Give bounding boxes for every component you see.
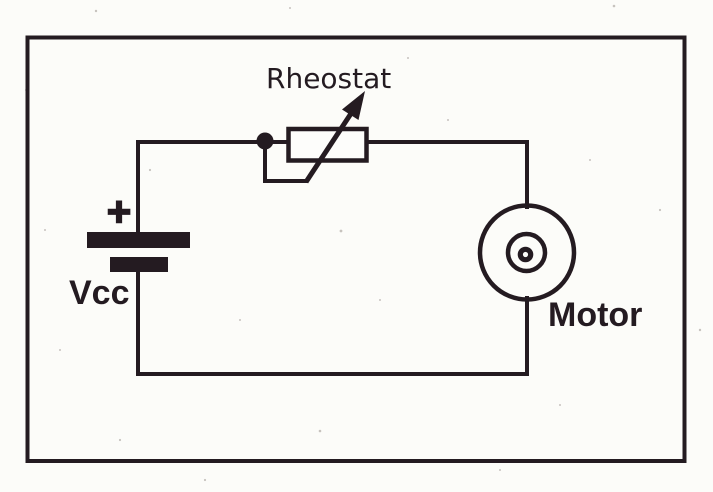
battery-plus-label: + (107, 188, 132, 235)
rheostat-wiper-arrow (303, 110, 355, 184)
junction-dot (256, 132, 274, 150)
motor-outer-ring (477, 203, 577, 302)
motor-symbol (477, 203, 577, 302)
battery-symbol (87, 232, 190, 272)
battery-vcc-label: Vcc (69, 274, 130, 312)
rheostat-arrowhead-icon (342, 91, 365, 120)
motor-inner-ring (517, 246, 534, 263)
motor-middle-ring (505, 231, 548, 274)
battery-positive-plate (87, 232, 190, 248)
diagram-border (25, 35, 687, 463)
motor-label: Motor (548, 296, 642, 334)
wire-bottom-run (136, 268, 529, 376)
battery-negative-plate (110, 257, 168, 272)
scan-noise (25, 4, 702, 482)
rheostat-symbol (286, 91, 369, 184)
rheostat-label: Rheostat (266, 62, 391, 95)
wire-wiper-tap (263, 140, 308, 183)
